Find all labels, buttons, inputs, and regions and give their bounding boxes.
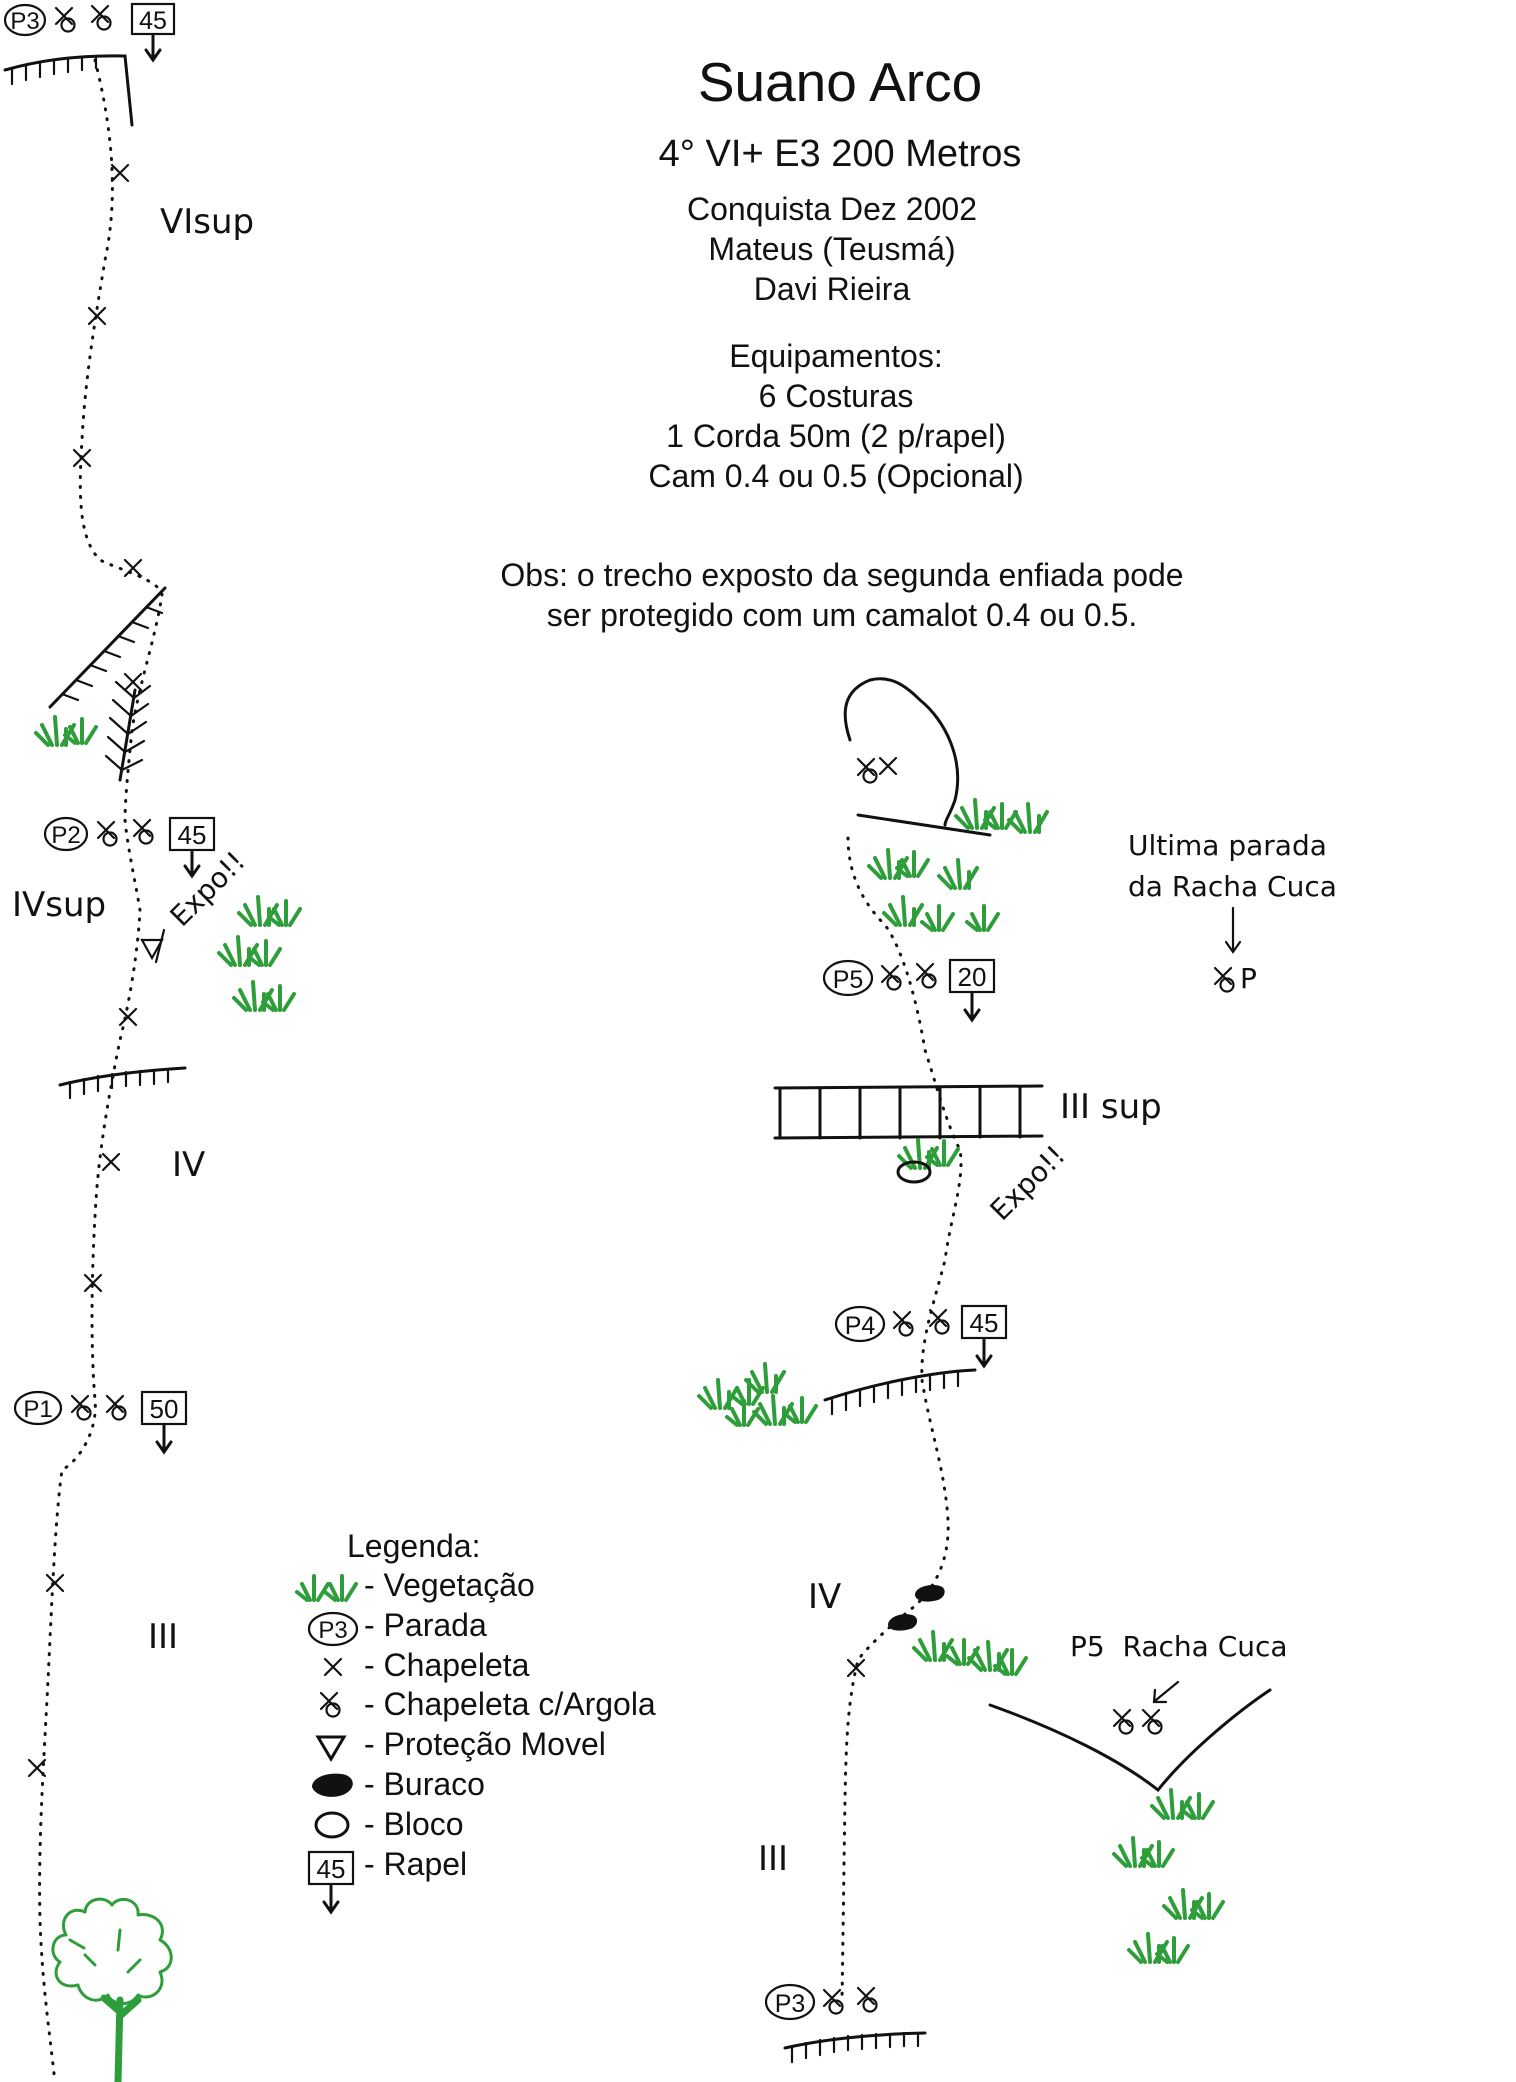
right-belay-p4: P4 45	[834, 1304, 1008, 1369]
first-ascent-line-2: Mateus (Teusmá)	[708, 231, 955, 267]
boulder-icon	[314, 1811, 350, 1839]
vegetation-icon	[295, 1574, 358, 1602]
right-belay-p3-label: P3	[775, 1990, 806, 2018]
last-stop-note-line-1: Ultima parada	[1128, 829, 1327, 862]
left-belay-p3-label: P3	[10, 8, 39, 35]
legend: Legenda: - Vegetação P3 - Parada - Chape…	[295, 1528, 656, 1915]
first-ascent-line-1: Conquista Dez 2002	[687, 191, 977, 227]
belay-icon: P3	[307, 1611, 359, 1647]
left-trad-gear	[140, 928, 166, 964]
grade-iv-right: IV	[808, 1577, 841, 1617]
right-hole-2	[888, 1614, 918, 1631]
left-top-roof	[3, 54, 134, 127]
obs-line-2: ser protegido com um camalot 0.4 ou 0.5.	[547, 597, 1138, 633]
legend-belay-sample: P3	[318, 1617, 347, 1644]
left-belay-p3: P3 45	[3, 2, 176, 63]
grade-iii-left: III	[148, 1617, 178, 1657]
right-top-block	[843, 677, 960, 827]
legend-label-bolt-ring: - Chapeleta c/Argola	[364, 1686, 656, 1722]
right-route-line	[840, 836, 963, 2002]
right-belay-p4-label: P4	[845, 1312, 876, 1340]
left-rappel-45-top: 45	[139, 7, 167, 35]
route-grade: 4° VI+ E3 200 Metros	[659, 133, 1022, 175]
last-stop-note-line-2: da Racha Cuca	[1128, 870, 1337, 903]
right-hole-1	[915, 1585, 945, 1602]
right-belay-p3: P3	[764, 1983, 878, 2021]
racha-cuca-label: P5 Racha Cuca	[1070, 1630, 1288, 1663]
bolt-icon	[323, 1657, 343, 1677]
right-roof	[823, 1368, 977, 1402]
left-belay-p1: P1 50	[13, 1390, 188, 1455]
legend-title: Legenda:	[347, 1528, 480, 1564]
equipment-line-2: 1 Corda 50m (2 p/rapel)	[666, 418, 1006, 454]
rappel-icon: 45	[307, 1850, 355, 1915]
right-expo-label: Expo!!	[984, 1139, 1072, 1227]
left-small-roof	[58, 1066, 187, 1087]
equipment-title: Equipamentos:	[729, 338, 942, 374]
legend-label-boulder: - Bloco	[364, 1806, 464, 1842]
route-title: Suano Arco	[698, 51, 982, 113]
hole-icon	[312, 1773, 353, 1797]
route-header: Suano Arco 4° VI+ E3 200 Metros Conquist…	[500, 51, 1183, 633]
equipment-line-3: Cam 0.4 ou 0.5 (Opcional)	[648, 458, 1023, 494]
left-crack	[118, 688, 137, 782]
grade-iv-left: IV	[172, 1145, 205, 1185]
racha-cuca-corner	[988, 1688, 1272, 1793]
right-top-ledge	[856, 813, 992, 837]
right-rappel-45: 45	[970, 1308, 999, 1338]
right-belay-p5-label: P5	[833, 966, 864, 994]
last-stop-label: P	[1240, 962, 1257, 995]
grade-visup: VIsup	[160, 202, 254, 242]
left-topo: P3 45 VIsup P2 45	[3, 2, 302, 2082]
legend-label-belay: - Parada	[364, 1607, 487, 1643]
legend-label-hole: - Buraco	[364, 1766, 485, 1802]
equipment-line-1: 6 Costuras	[759, 378, 914, 414]
grade-iii-right: III	[758, 1839, 788, 1879]
grade-iiisup: III sup	[1060, 1087, 1162, 1127]
left-rappel-50: 50	[150, 1394, 179, 1424]
legend-rapel-sample: 45	[317, 1854, 346, 1884]
obs-line-1: Obs: o trecho exposto da segunda enfiada…	[500, 557, 1183, 593]
right-belay-p5: P5 20	[822, 958, 996, 1023]
legend-label-rappel: - Rapel	[364, 1846, 467, 1882]
grade-ivsup: IVsup	[12, 885, 106, 925]
left-diagonal-roof	[48, 586, 167, 709]
left-expo-label: Expo!!	[164, 845, 252, 933]
left-belay-p2: P2 45	[43, 816, 216, 879]
trad-gear-icon	[315, 1735, 347, 1762]
right-boulder	[896, 1160, 932, 1184]
bolt-ring-icon	[319, 1691, 341, 1718]
legend-label-bolt: - Chapeleta	[364, 1647, 530, 1683]
tree-icon	[51, 1897, 173, 2082]
left-belay-p2-label: P2	[51, 822, 80, 849]
first-ascent-line-3: Davi Rieira	[754, 271, 911, 307]
legend-label-trad-gear: - Proteção Movel	[364, 1726, 606, 1762]
left-rappel-45-mid: 45	[178, 820, 207, 850]
legend-label-vegetation: - Vegetação	[364, 1567, 535, 1603]
right-topo: P5 20 Ultima parada da Racha Cuca P III …	[697, 677, 1337, 2064]
right-ladder-ledge	[773, 1084, 1044, 1140]
right-rappel-20: 20	[958, 962, 987, 992]
left-belay-p1-label: P1	[23, 1396, 52, 1423]
